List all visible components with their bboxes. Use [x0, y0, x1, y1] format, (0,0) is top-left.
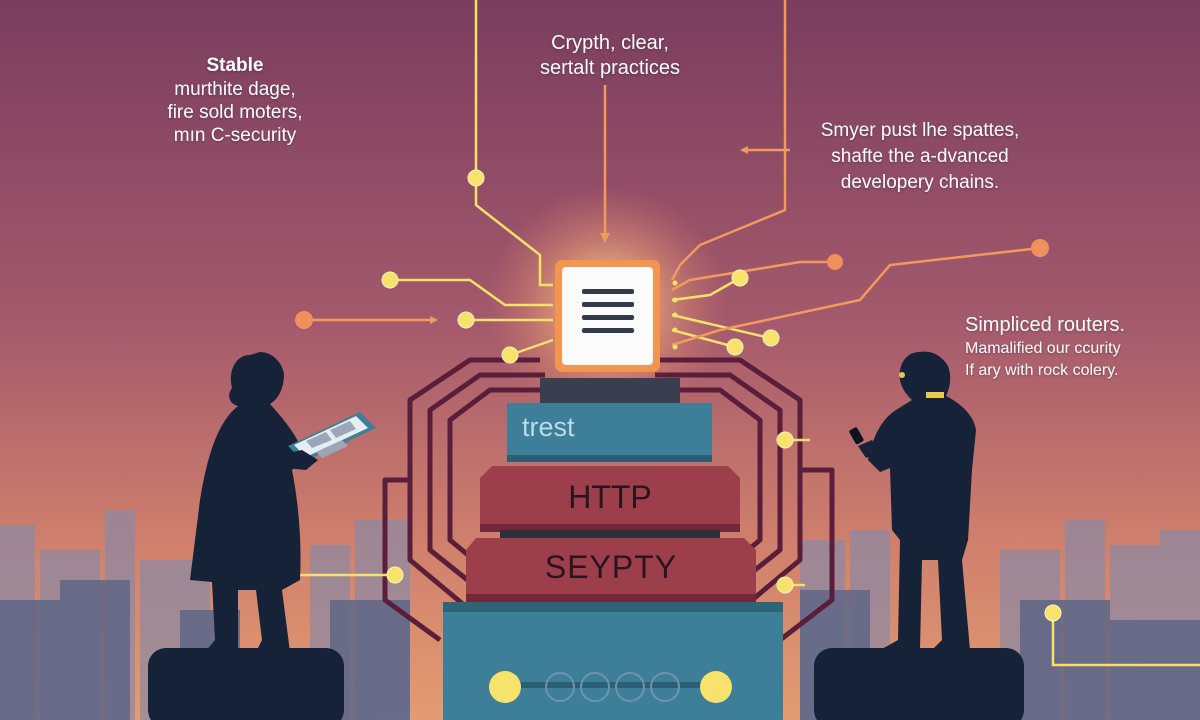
- circuit-arrows: [430, 146, 748, 324]
- circuit-wires-yellow: [300, 0, 1200, 667]
- caption-top-left-line: murthite dage,: [174, 79, 296, 100]
- caption-right-middle-line: shafte the a-dvanced: [831, 146, 1009, 167]
- caption-right-middle-line: Smyer pust lhe spattes,: [820, 120, 1020, 141]
- circuit-wires-orange: [230, 0, 1041, 572]
- tablet-icon: [288, 412, 376, 462]
- caption-top-center-line: Crypth, clear,: [551, 32, 669, 54]
- person-left-hand: [280, 450, 318, 470]
- protocol-stack: [443, 378, 783, 720]
- stack-layer-middle: [480, 466, 740, 530]
- stack-base: [443, 602, 783, 720]
- stack-layer-bottom: [466, 538, 756, 600]
- caption-top-left-title: Stable: [206, 55, 264, 76]
- person-right-glasses: [899, 372, 905, 378]
- circuit-taps: [672, 280, 678, 350]
- circuit-nodes-orange: [295, 239, 1049, 329]
- caption-top-center: Crypth, clear, sertalt practices: [510, 31, 710, 81]
- person-right-collar: [926, 392, 944, 398]
- person-right-silhouette: [868, 351, 976, 650]
- caption-right-middle-line: developery chains.: [840, 172, 1000, 193]
- caption-right-line: If ary with rock colery.: [965, 362, 1119, 379]
- caption-top-left-line: fire sold moters,: [167, 102, 303, 123]
- caption-right: Simpliced routers. Mamalified our ccurit…: [965, 312, 1195, 382]
- caption-right-title: Simpliced routers.: [965, 314, 1126, 336]
- smartphone-icon: [849, 427, 880, 458]
- pedestals: [148, 648, 1024, 720]
- caption-right-line: Mamalified our ccurity: [965, 340, 1121, 357]
- caption-top-left-line: mın C-security: [173, 125, 297, 146]
- stack-layer-top: [507, 403, 712, 461]
- document-list-icon: [555, 260, 660, 372]
- person-left-silhouette: [190, 352, 305, 652]
- caption-right-middle: Smyer pust lhe spattes, shafte the a-dva…: [815, 118, 1025, 196]
- circuit-nodes-yellow: [381, 169, 1062, 622]
- stack-cap: [540, 378, 680, 404]
- caption-top-left: Stable murthite dage, fire sold moters, …: [150, 54, 320, 147]
- caption-top-center-line: sertalt practices: [539, 57, 681, 79]
